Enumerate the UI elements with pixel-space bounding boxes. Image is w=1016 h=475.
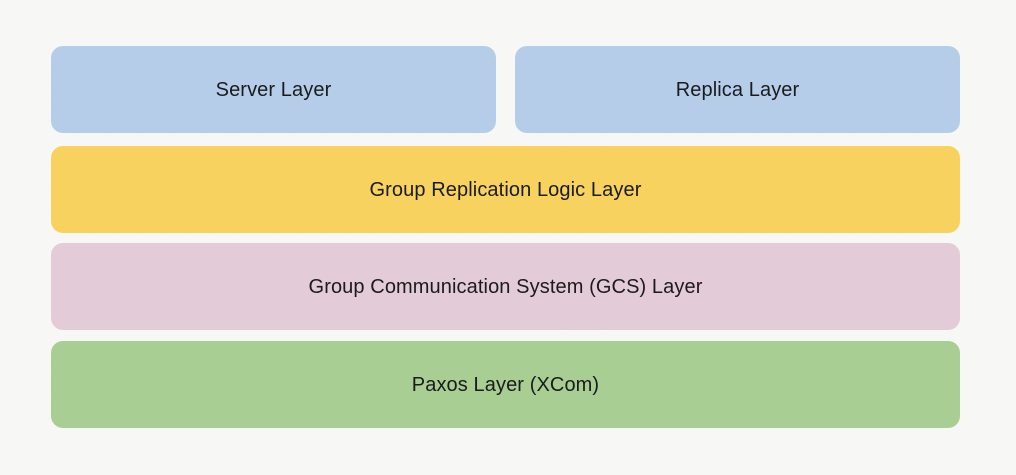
layer-label-paxos: Paxos Layer (XCom): [411, 373, 600, 396]
layer-box-server[interactable]: Server Layer: [51, 46, 496, 133]
layer-box-replica[interactable]: Replica Layer: [515, 46, 960, 133]
layered-architecture-diagram: Server Layer Replica Layer Group Replica…: [51, 46, 960, 428]
layer-label-server: Server Layer: [215, 78, 332, 101]
layer-label-group-replication-logic: Group Replication Logic Layer: [369, 178, 642, 201]
layer-label-gcs: Group Communication System (GCS) Layer: [308, 275, 703, 298]
layer-box-paxos[interactable]: Paxos Layer (XCom): [51, 341, 960, 428]
layer-box-group-replication-logic[interactable]: Group Replication Logic Layer: [51, 146, 960, 233]
layer-row-group-replication-logic: Group Replication Logic Layer: [51, 146, 960, 233]
layer-label-replica: Replica Layer: [675, 78, 800, 101]
layer-row-top: Server Layer Replica Layer: [51, 46, 960, 133]
layer-box-gcs[interactable]: Group Communication System (GCS) Layer: [51, 243, 960, 330]
layer-row-paxos: Paxos Layer (XCom): [51, 341, 960, 428]
layer-row-gcs: Group Communication System (GCS) Layer: [51, 243, 960, 330]
